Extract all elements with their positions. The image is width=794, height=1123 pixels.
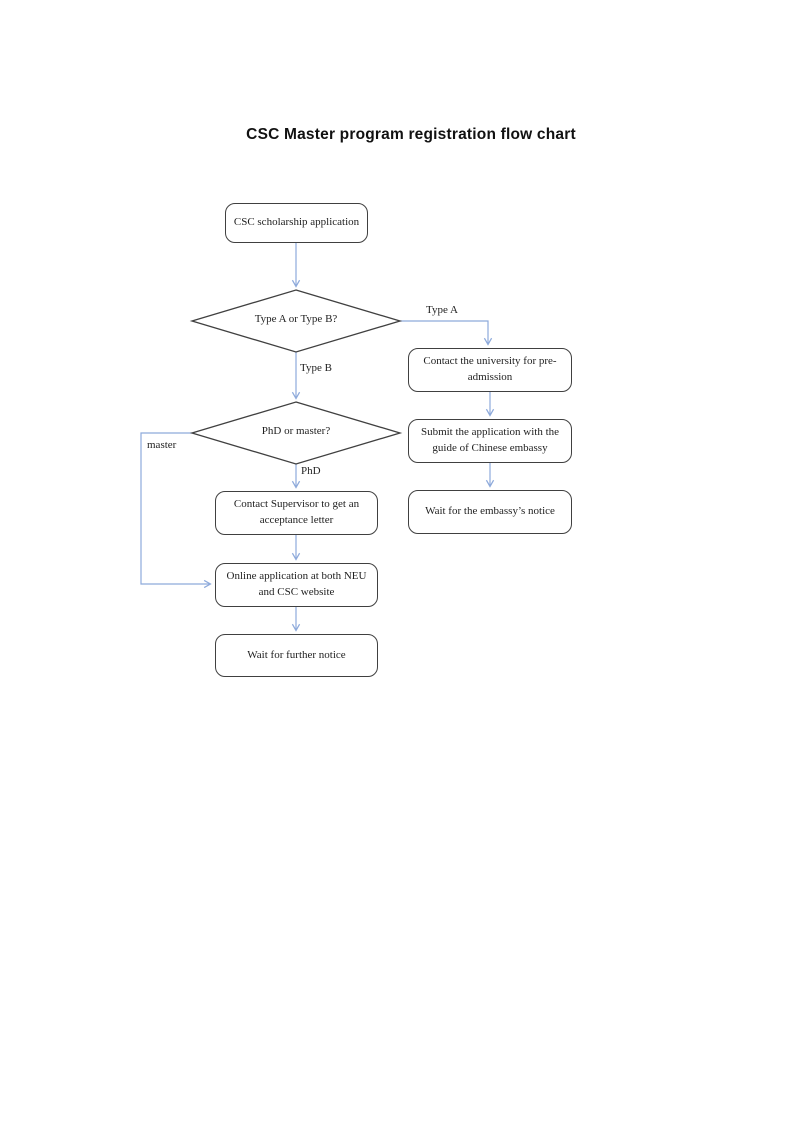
node-label: Wait for the embassy’s notice: [425, 505, 555, 518]
node-label: Contact the university for pre-admission: [423, 355, 557, 383]
node-label: Online application at both NEU and CSC w…: [226, 570, 367, 598]
node-submit-application: Submit the application with the guide of…: [408, 419, 572, 463]
page-title: CSC Master program registration flow cha…: [246, 126, 576, 143]
node-wait-embassy-notice: Wait for the embassy’s notice: [408, 490, 572, 534]
node-label: Wait for further notice: [247, 648, 346, 661]
node-label: Contact Supervisor to get an acceptance …: [233, 498, 360, 526]
node-online-application: Online application at both NEU and CSC w…: [215, 563, 378, 607]
edge-label-type-b: Type B: [300, 362, 332, 374]
decision-phd-label: PhD or master?: [261, 425, 331, 437]
node-contact-supervisor: Contact Supervisor to get an acceptance …: [215, 491, 378, 535]
edge-label-master: master: [147, 439, 177, 451]
node-wait-further-notice: Wait for further notice: [215, 634, 378, 677]
edge-label-phd: PhD: [301, 465, 321, 477]
node-contact-university: Contact the university for pre-admission: [408, 348, 572, 392]
node-label: CSC scholarship application: [233, 216, 360, 229]
edge-label-type-a: Type A: [426, 304, 458, 316]
node-csc-scholarship-application: CSC scholarship application: [225, 203, 368, 243]
edge-master: [140, 432, 212, 589]
edge-type-a: [400, 320, 493, 346]
node-label: Submit the application with the guide of…: [420, 426, 560, 454]
decision-type-label: Type A or Type B?: [254, 313, 338, 325]
